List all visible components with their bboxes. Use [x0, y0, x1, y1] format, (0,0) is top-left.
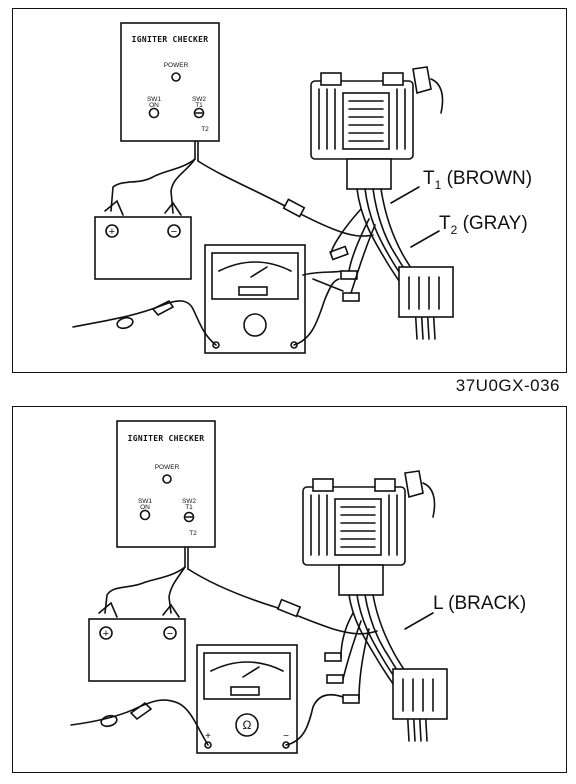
harness-connector [392, 668, 448, 720]
battery-minus: − [167, 628, 173, 640]
top-diagram-panel: IGNITER CHECKER POWER SW1 ON SW2 T1 T2 +… [12, 8, 567, 373]
meter-minus: − [283, 731, 289, 742]
sw2-switch [193, 107, 205, 119]
sw2-t2: T2 [189, 530, 197, 537]
l-black-label: L (BRACK) [433, 593, 527, 614]
sw2-label: SW2 [182, 498, 196, 505]
battery-plus: + [109, 226, 115, 238]
sw1-state: ON [140, 504, 150, 511]
ohm-dial [235, 713, 259, 737]
ohm-symbol: Ω [243, 718, 252, 732]
battery-plus: + [103, 628, 109, 640]
sw2-t1: T1 [195, 102, 203, 109]
checker-title: IGNITER CHECKER [128, 434, 205, 443]
l-leader [404, 612, 434, 630]
igniter-checker-box [120, 22, 220, 142]
t1-leader [390, 186, 420, 204]
battery-minus: − [171, 226, 177, 238]
harness-connector [398, 266, 454, 318]
top-wiring-drawing: IGNITER CHECKER POWER SW1 ON SW2 T1 T2 +… [72, 22, 454, 354]
t2-leader [410, 230, 440, 248]
sw2-label: SW2 [192, 96, 206, 103]
sw1-label: SW1 [138, 498, 152, 505]
bottom-wiring-drawing: IGNITER CHECKER POWER SW1 ON SW2 T1 T2 +… [70, 420, 448, 754]
bottom-diagram-panel: IGNITER CHECKER POWER SW1 ON SW2 T1 T2 +… [12, 406, 567, 773]
sw2-t1: T1 [185, 504, 193, 511]
battery [88, 618, 186, 682]
t1-brown-label: T1 (BROWN) [423, 168, 533, 192]
sw2-t2: T2 [201, 126, 209, 133]
figure-code: 37U0GX-036 [455, 376, 560, 395]
sw2-switch [183, 511, 195, 523]
power-led [162, 474, 172, 484]
checker-title: IGNITER CHECKER [132, 35, 209, 44]
igniter-checker-box [116, 420, 216, 548]
sw1-label: SW1 [147, 96, 161, 103]
power-label: POWER [155, 464, 180, 471]
sw1-switch [139, 509, 151, 521]
sw1-state: ON [149, 102, 159, 109]
power-led [171, 72, 181, 82]
battery [94, 216, 192, 280]
t2-gray-label: T2 (GRAY) [439, 213, 528, 237]
power-label: POWER [164, 62, 189, 69]
sw1-switch [148, 107, 160, 119]
meter-plus: + [205, 731, 211, 742]
